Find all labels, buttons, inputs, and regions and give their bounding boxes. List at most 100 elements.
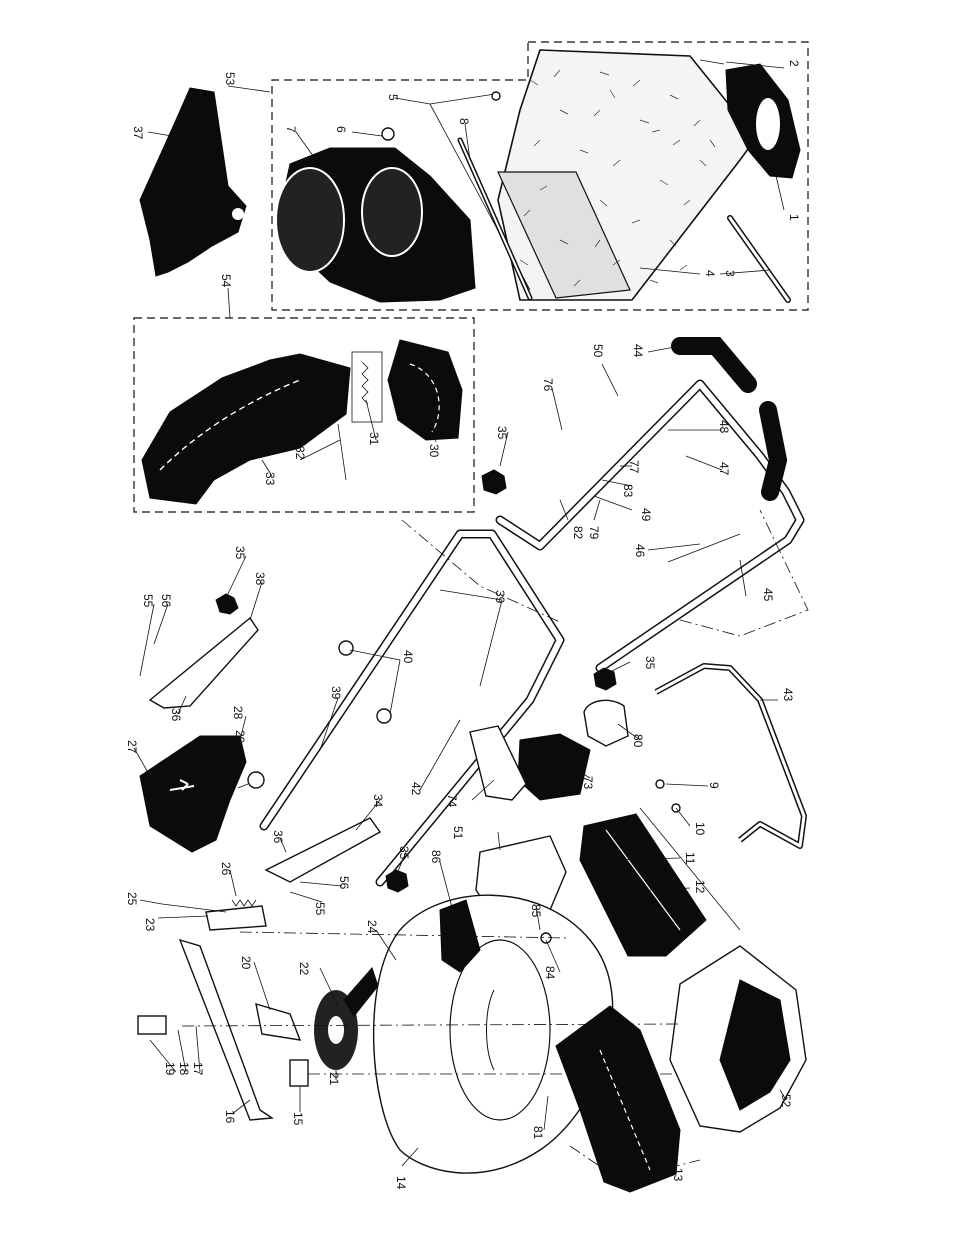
callout-1: 1 xyxy=(787,214,801,221)
bolt-19 xyxy=(137,1015,167,1035)
callout-35-c: 35 xyxy=(643,656,657,670)
knob-35-a xyxy=(215,593,239,615)
callout-38: 38 xyxy=(253,572,267,586)
callout-18: 18 xyxy=(177,1062,191,1076)
upper-handle-part xyxy=(495,379,805,673)
mower-deck-24 xyxy=(372,894,614,1174)
callout-30: 30 xyxy=(427,444,441,458)
alignment-line-f xyxy=(569,1145,701,1181)
bag-handle-part xyxy=(725,63,801,179)
callout-77: 77 xyxy=(627,460,641,474)
callout-39-b: 39 xyxy=(329,686,343,700)
bracket-38-part xyxy=(148,616,259,709)
callout-79: 79 xyxy=(587,526,601,540)
callout-34: 34 xyxy=(371,794,385,808)
callout-23: 23 xyxy=(143,918,157,932)
callout-73: 73 xyxy=(581,776,595,790)
cable-46-part xyxy=(667,533,741,563)
callout-16: 16 xyxy=(223,1110,237,1124)
grass-bag-part xyxy=(497,49,758,301)
callout-3: 3 xyxy=(723,270,737,277)
callout-82: 82 xyxy=(571,526,585,540)
callout-76: 76 xyxy=(541,378,555,392)
bracket-74 xyxy=(469,725,527,801)
knob-35-d xyxy=(385,869,409,893)
callout-20: 20 xyxy=(239,956,253,970)
side-guard-13 xyxy=(555,1005,681,1193)
callout-45: 45 xyxy=(761,588,775,602)
callout-80: 80 xyxy=(631,734,645,748)
callout-74: 74 xyxy=(445,794,459,808)
callout-4: 4 xyxy=(703,270,717,277)
callout-2: 2 xyxy=(787,60,801,67)
battery-73 xyxy=(517,733,591,801)
alignment-line-e xyxy=(679,509,809,637)
rear-deflector-27 xyxy=(139,735,247,853)
bag-assembly-group-box xyxy=(271,41,809,311)
callout-36-a: 36 xyxy=(169,708,183,722)
callout-7: 7 xyxy=(284,126,298,133)
callout-33: 33 xyxy=(263,472,277,486)
callout-39-a: 39 xyxy=(493,590,507,604)
alignment-line-a xyxy=(181,1023,681,1027)
callout-9: 9 xyxy=(707,782,721,789)
callout-54: 54 xyxy=(219,274,233,288)
callout-17: 17 xyxy=(191,1062,205,1076)
callout-56-b: 56 xyxy=(337,876,351,890)
callout-22: 22 xyxy=(297,962,311,976)
callout-37: 37 xyxy=(131,126,145,140)
blade-adapter-21 xyxy=(314,990,358,1070)
callout-12: 12 xyxy=(693,880,707,894)
pin-32-part xyxy=(337,423,347,481)
bag-top-part xyxy=(275,147,476,303)
callout-44: 44 xyxy=(631,344,645,358)
alignment-line-c xyxy=(239,931,569,939)
rear-flap-12 xyxy=(579,813,707,957)
bolt-15 xyxy=(289,1059,309,1087)
engine-52 xyxy=(669,945,807,1133)
spring-31-part xyxy=(351,351,383,423)
callout-13: 13 xyxy=(671,1168,685,1182)
cable-clip-40 xyxy=(338,640,392,724)
pin-2-part xyxy=(699,59,725,65)
callout-35-b: 35 xyxy=(495,426,509,440)
callout-35-a: 35 xyxy=(233,546,247,560)
knob-35-c xyxy=(593,667,617,691)
callout-31: 31 xyxy=(367,432,381,446)
callout-49: 49 xyxy=(639,508,653,522)
deck-part-22 xyxy=(343,967,379,1017)
callout-6: 6 xyxy=(334,126,348,133)
alignment-line-d xyxy=(401,519,561,623)
hinge-23 xyxy=(205,905,267,931)
bracket-34-part xyxy=(264,817,382,883)
callout-51: 51 xyxy=(451,826,465,840)
callout-36-b: 36 xyxy=(271,830,285,844)
chute-cap-part xyxy=(387,339,463,441)
callout-47: 47 xyxy=(717,462,731,476)
discharge-chute-part xyxy=(141,353,351,505)
chute-assembly-group-box xyxy=(133,317,475,513)
callout-27: 27 xyxy=(125,740,139,754)
blade-16 xyxy=(178,938,275,1121)
callout-42: 42 xyxy=(409,782,423,796)
callout-19: 19 xyxy=(163,1062,177,1076)
adapter-20 xyxy=(255,1003,302,1041)
knob-29 xyxy=(247,771,265,789)
callout-24: 24 xyxy=(365,920,379,934)
callout-43: 43 xyxy=(781,688,795,702)
callout-84: 84 xyxy=(543,966,557,980)
callout-35-d: 35 xyxy=(397,846,411,860)
callout-85: 85 xyxy=(529,904,543,918)
knob-35-b xyxy=(481,469,507,495)
callout-11: 11 xyxy=(683,852,697,865)
leader-lines xyxy=(133,61,787,1181)
callout-26: 26 xyxy=(219,862,233,876)
spring-26 xyxy=(231,899,257,907)
callout-55-a: 55 xyxy=(141,594,155,608)
callout-15: 15 xyxy=(291,1112,305,1126)
handle-grip-45 xyxy=(759,401,788,501)
rod-8-part xyxy=(457,137,533,301)
callout-5: 5 xyxy=(386,94,400,101)
callout-25: 25 xyxy=(125,892,139,906)
